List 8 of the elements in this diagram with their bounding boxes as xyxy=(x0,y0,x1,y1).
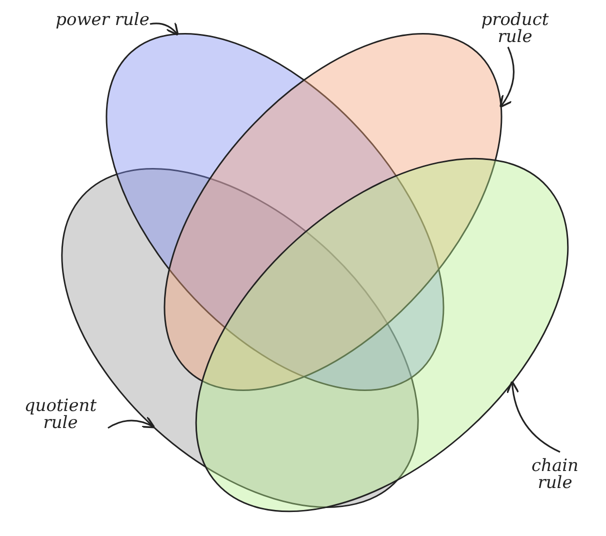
rule-label: chain rule xyxy=(515,458,595,492)
rule-label: product rule xyxy=(465,12,565,46)
leader-line xyxy=(108,416,156,429)
leader-line xyxy=(500,46,514,108)
leader-line xyxy=(150,22,179,36)
leader-line xyxy=(506,380,560,453)
rule-label: power rule xyxy=(55,12,150,29)
rule-label: quotient rule xyxy=(8,398,113,432)
